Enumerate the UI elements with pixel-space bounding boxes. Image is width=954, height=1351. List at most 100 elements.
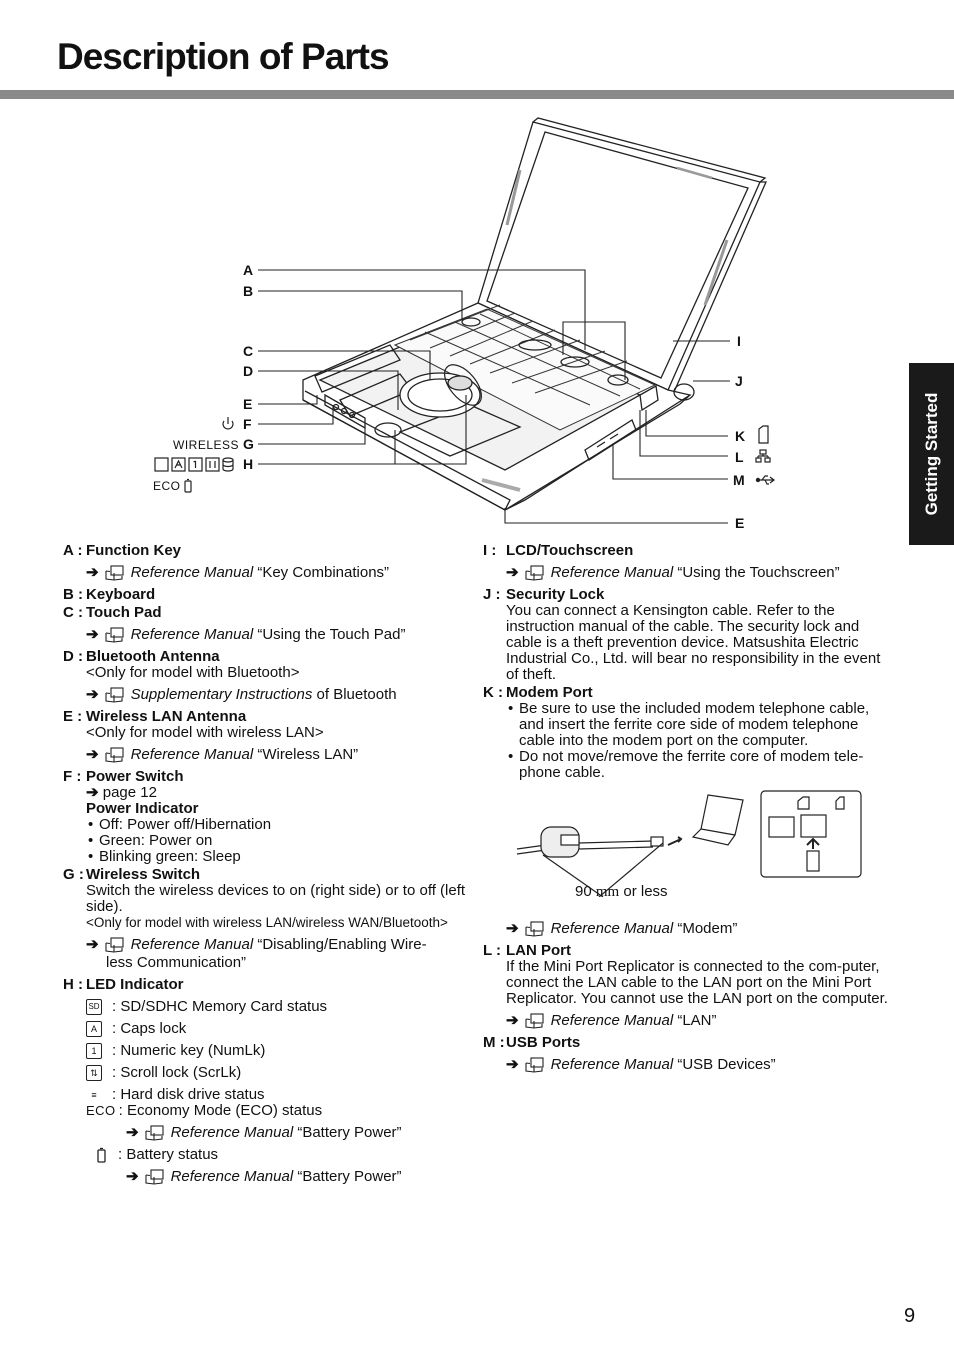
arrow-icon: ➔ (86, 686, 99, 703)
ref-topic: of Bluetooth (316, 686, 397, 703)
reference-manual-icon (525, 1057, 544, 1073)
led-text: : Hard disk drive status (112, 1086, 265, 1103)
item-letter: J : (483, 586, 501, 603)
reference-manual-icon (525, 921, 544, 937)
ref-doc: Reference Manual (170, 1124, 294, 1141)
reference-line: ➔ Reference Manual “Battery Power” (63, 1125, 473, 1141)
ref-topic: “Using the Touch Pad” (257, 626, 406, 643)
item-letter: B : (63, 586, 83, 603)
ref-topic: “Battery Power” (297, 1168, 402, 1185)
ref-topic: “USB Devices” (677, 1056, 776, 1073)
ref-doc: Reference Manual (130, 626, 254, 643)
reference-manual-icon (105, 937, 124, 953)
page-number: 9 (904, 1305, 916, 1327)
item-D: D :Bluetooth Antenna <Only for model wit… (63, 649, 473, 703)
item-text: If the Mini Port Replicator is connected… (506, 958, 888, 1007)
reference-manual-icon (105, 565, 124, 581)
led-text: : SD/SDHC Memory Card status (112, 998, 328, 1015)
battery-row: : Battery status (63, 1147, 473, 1163)
ref-topic: “LAN” (677, 1012, 717, 1029)
item-letter: A : (63, 542, 83, 559)
reference-manual-icon (525, 565, 544, 581)
label-F: F (243, 416, 252, 432)
num-lock-icon: 1 (86, 1043, 102, 1059)
reference-manual-icon (105, 747, 124, 763)
item-I: I :LCD/Touchscreen ➔ Reference Manual “U… (483, 543, 893, 581)
ref-topic: “Using the Touchscreen” (677, 564, 840, 581)
item-note: <Only for model with Bluetooth> (86, 664, 300, 681)
item-title: USB Ports (506, 1034, 581, 1051)
item-letter: G : (63, 866, 84, 883)
title-rule (0, 90, 954, 99)
label-J: J (735, 373, 743, 389)
ref-topic-continued: less Communication” (106, 954, 247, 971)
item-B: B :Keyboard (63, 587, 473, 603)
led-row: SD: SD/SDHC Memory Card status (63, 999, 473, 1015)
left-column: A :Function Key ➔ Reference Manual “Key … (63, 543, 473, 1191)
label-D: D (243, 363, 253, 379)
item-letter: F : (63, 768, 82, 785)
caption-rest: or less (623, 883, 668, 900)
modem-port-icon (758, 425, 769, 444)
arrow-icon: ➔ (86, 784, 99, 801)
item-title: Modem Port (506, 684, 593, 701)
arrow-icon: ➔ (506, 920, 519, 937)
ref-topic: “Battery Power” (297, 1124, 402, 1141)
ref-doc: Reference Manual (130, 746, 254, 763)
arrow-icon: ➔ (506, 564, 519, 581)
item-title: Bluetooth Antenna (86, 648, 220, 665)
item-title: LAN Port (506, 942, 571, 959)
reference-line: ➔ Reference Manual “Using the Touch Pad” (63, 627, 473, 643)
ref-topic: “Key Combinations” (257, 564, 390, 581)
ref-doc: Reference Manual (170, 1168, 294, 1185)
eco-text: : Economy Mode (ECO) status (118, 1102, 323, 1119)
item-J: J :Security Lock You can connect a Kensi… (483, 587, 893, 683)
num-led-icon (188, 457, 203, 472)
arrow-icon: ➔ (86, 626, 99, 643)
item-F: F :Power Switch ➔ page 12 Power Indicato… (63, 768, 473, 866)
item-letter: E : (63, 708, 83, 725)
label-B: B (243, 283, 253, 299)
ref-doc: Reference Manual (550, 1056, 674, 1073)
caps-lock-icon: A (86, 1021, 102, 1037)
caps-led-icon (171, 457, 186, 472)
power-icon (222, 417, 234, 430)
caption-unit: mm (595, 884, 620, 900)
battery-icon (97, 1147, 106, 1163)
reference-manual-icon (145, 1125, 164, 1141)
hdd-led-icon (222, 457, 234, 472)
arrow-icon: ➔ (126, 1124, 139, 1141)
reference-manual-icon (105, 627, 124, 643)
led-row: ≡: Hard disk drive status (63, 1087, 473, 1103)
label-M: M (733, 472, 745, 488)
label-L: L (735, 449, 744, 465)
item-text: Switch the wireless devices to on (right… (86, 882, 466, 915)
item-letter: I : (483, 542, 497, 559)
reference-line: ➔ Reference Manual “Disabling/Enabling W… (63, 937, 473, 953)
item-title: Function Key (86, 542, 182, 559)
scroll-led-icon (205, 457, 220, 472)
wireless-label: WIRELESS (173, 438, 239, 452)
ref-doc: Reference Manual (130, 564, 254, 581)
led-text: : Caps lock (112, 1020, 187, 1037)
eco-icon: ECO (86, 1103, 116, 1118)
battery-text: : Battery status (118, 1146, 219, 1163)
arrow-icon: ➔ (86, 936, 99, 953)
item-letter: L : (483, 942, 502, 959)
laptop-figure: A B C D E F G H I J K L M E WIRELESS ECO (153, 117, 775, 531)
bullet: Blinking green: Sleep (63, 849, 473, 866)
bullet: Green: Power on (63, 833, 473, 850)
ref-doc: Supplementary Instructions (130, 686, 313, 703)
item-letter: D : (63, 648, 83, 665)
ref-topic: “Modem” (677, 920, 738, 937)
led-text: : Numeric key (NumLk) (112, 1042, 266, 1059)
scroll-lock-icon: ⇅ (86, 1065, 102, 1081)
right-column: I :LCD/Touchscreen ➔ Reference Manual “U… (483, 543, 893, 1079)
ref-doc: Reference Manual (550, 1012, 674, 1029)
item-H: H :LED Indicator SD: SD/SDHC Memory Card… (63, 977, 473, 1185)
modem-cable-drawing (516, 790, 862, 897)
page-title: Description of Parts (57, 36, 390, 77)
reference-line: ➔ Supplementary Instructions of Bluetoot… (63, 687, 473, 703)
item-title: LED Indicator (86, 976, 184, 993)
item-A: A :Function Key ➔ Reference Manual “Key … (63, 543, 473, 581)
